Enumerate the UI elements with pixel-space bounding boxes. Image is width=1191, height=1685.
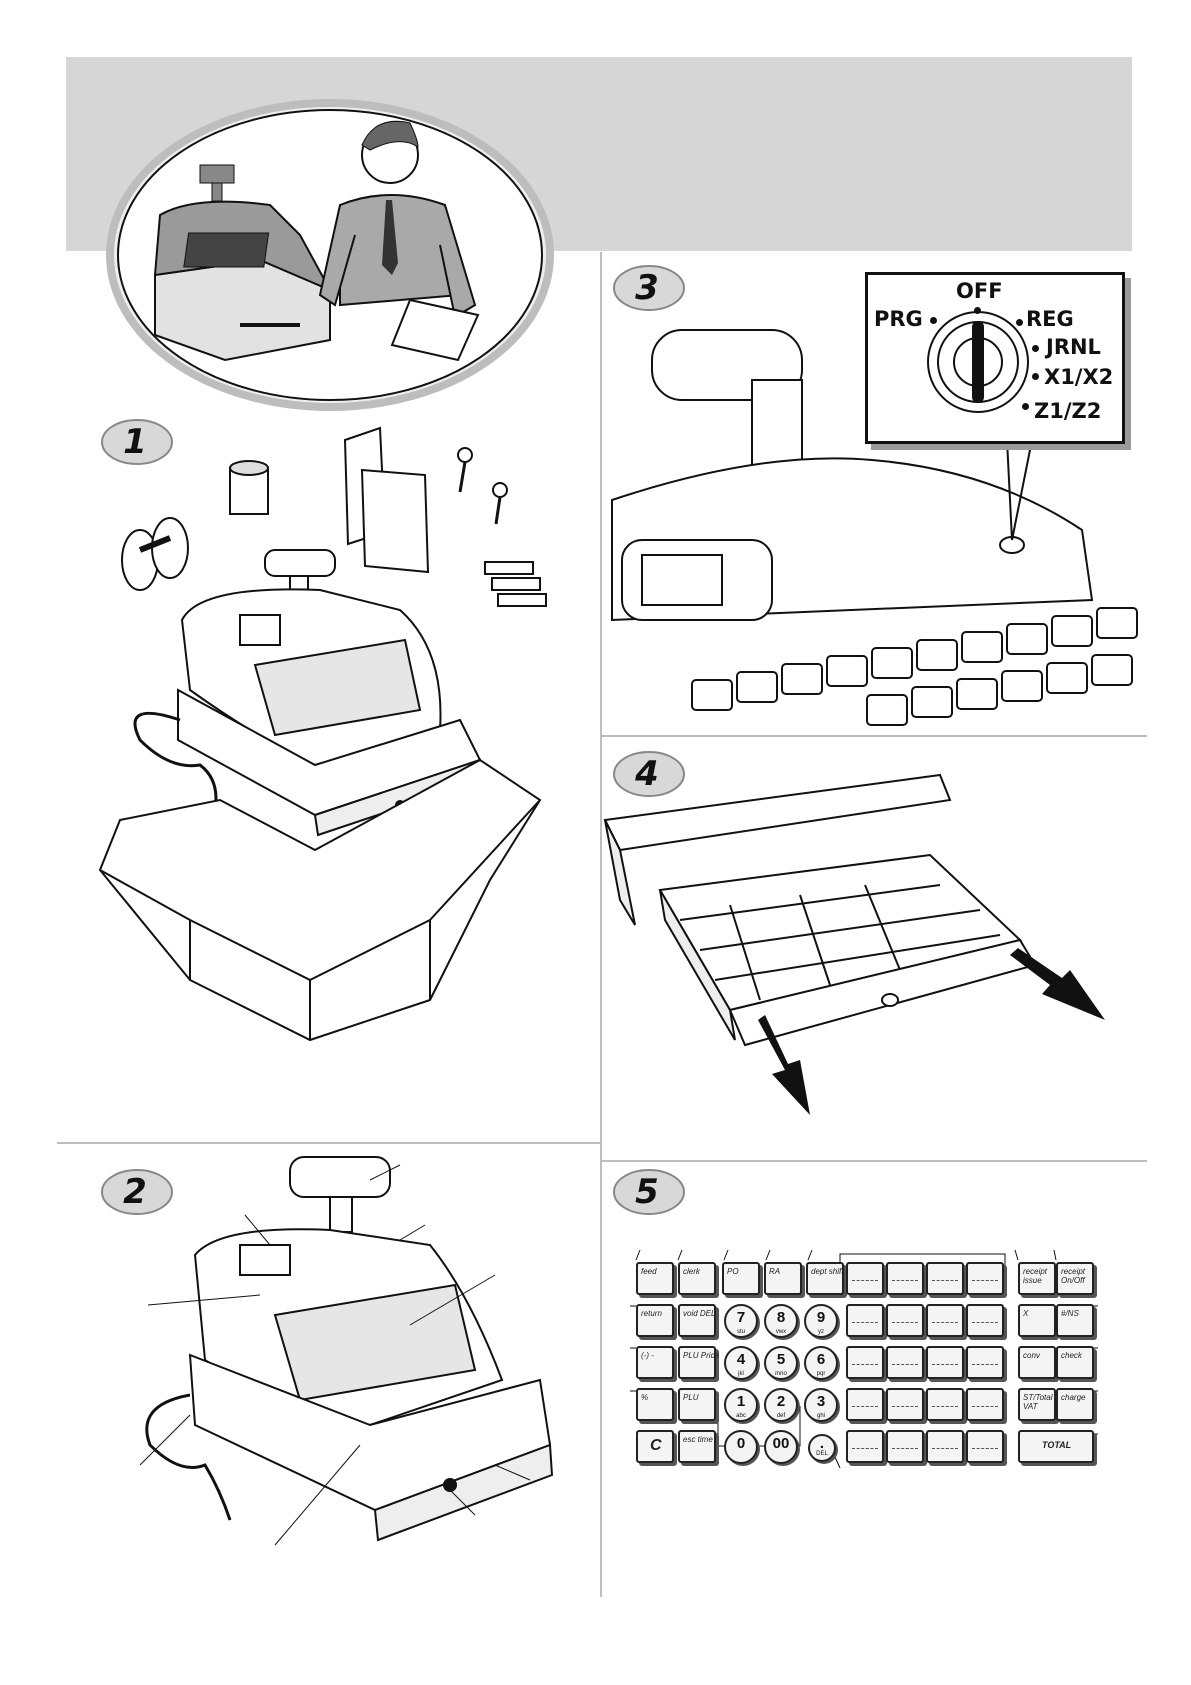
key-clerk[interactable]: clerk [678, 1262, 716, 1295]
key-void[interactable]: void DEL [678, 1304, 716, 1337]
key-total[interactable]: TOTAL [1018, 1430, 1094, 1463]
key-nns[interactable]: #/NS [1056, 1304, 1094, 1337]
key-decimal[interactable]: .DEL [808, 1434, 836, 1462]
key-0[interactable]: 0 [724, 1430, 758, 1464]
step-5-badge: 5 [612, 1168, 686, 1216]
department-key[interactable] [846, 1346, 884, 1379]
key-dept-shift[interactable]: dept shift [806, 1262, 844, 1295]
step-1-unpacking-illustration [100, 420, 590, 1100]
department-key[interactable] [966, 1304, 1004, 1337]
keyboard-layout: feed clerk PO RA dept shift return void … [630, 1252, 1100, 1482]
department-key[interactable] [886, 1304, 924, 1337]
department-key[interactable] [966, 1346, 1004, 1379]
divider-right-3-4 [602, 735, 1147, 737]
mode-label-reg: REG [1026, 307, 1074, 331]
department-key[interactable] [926, 1262, 964, 1295]
key-plu-price[interactable]: PLU Price [678, 1346, 716, 1379]
mode-label-jrnl: JRNL [1046, 335, 1101, 359]
key-subtotal-vat[interactable]: ST/Total VAT [1018, 1388, 1056, 1421]
divider-left-mid [57, 1142, 600, 1144]
department-key[interactable] [846, 1262, 884, 1295]
key-clear[interactable]: C [636, 1430, 674, 1463]
department-key[interactable] [846, 1304, 884, 1337]
department-key[interactable] [886, 1388, 924, 1421]
mode-label-z1z2: Z1/Z2 [1034, 399, 1101, 423]
department-key[interactable] [886, 1430, 924, 1463]
department-key[interactable] [846, 1430, 884, 1463]
key-receipt-issue[interactable]: receipt issue [1018, 1262, 1056, 1295]
mode-label-x1x2: X1/X2 [1044, 365, 1113, 389]
department-key[interactable] [966, 1430, 1004, 1463]
mode-dot-x1x2 [1032, 373, 1039, 380]
mode-dot-off [974, 307, 981, 314]
key-check[interactable]: check [1056, 1346, 1094, 1379]
intro-illustration [100, 95, 560, 425]
department-key[interactable] [886, 1262, 924, 1295]
key-receipt-onoff[interactable]: receipt On/Off [1056, 1262, 1094, 1295]
step-4-cash-drawer-illustration [600, 770, 1120, 1140]
key-conv[interactable]: conv [1018, 1346, 1056, 1379]
key-return[interactable]: return [636, 1304, 674, 1337]
mode-dot-jrnl [1032, 345, 1039, 352]
department-key[interactable] [926, 1388, 964, 1421]
key-plu[interactable]: PLU [678, 1388, 716, 1421]
mode-selector-callout: PRG OFF REG JRNL X1/X2 Z1/Z2 [865, 272, 1125, 444]
department-key[interactable] [926, 1346, 964, 1379]
key-charge[interactable]: charge [1056, 1388, 1094, 1421]
mode-dot-z1z2 [1022, 403, 1029, 410]
divider-right-4-5 [602, 1160, 1147, 1162]
department-key[interactable] [966, 1262, 1004, 1295]
department-key[interactable] [926, 1430, 964, 1463]
department-key[interactable] [926, 1304, 964, 1337]
key-percent[interactable]: % [636, 1388, 674, 1421]
mode-dot-prg [930, 317, 937, 324]
key-minus[interactable]: (-) - [636, 1346, 674, 1379]
step-2-register-parts-illustration [130, 1145, 570, 1545]
mode-dot-reg [1016, 319, 1023, 326]
department-key[interactable] [886, 1346, 924, 1379]
step-5-number: 5 [612, 1172, 682, 1212]
key-feed[interactable]: feed [636, 1262, 674, 1295]
key-esc-time[interactable]: esc time [678, 1430, 716, 1463]
mode-label-off: OFF [956, 279, 1003, 303]
mode-label-prg: PRG [874, 307, 923, 331]
key-ra[interactable]: RA [764, 1262, 802, 1295]
key-po[interactable]: PO [722, 1262, 760, 1295]
department-key[interactable] [966, 1388, 1004, 1421]
key-x[interactable]: X [1018, 1304, 1056, 1337]
department-key[interactable] [846, 1388, 884, 1421]
key-00[interactable]: 00 [764, 1430, 798, 1464]
